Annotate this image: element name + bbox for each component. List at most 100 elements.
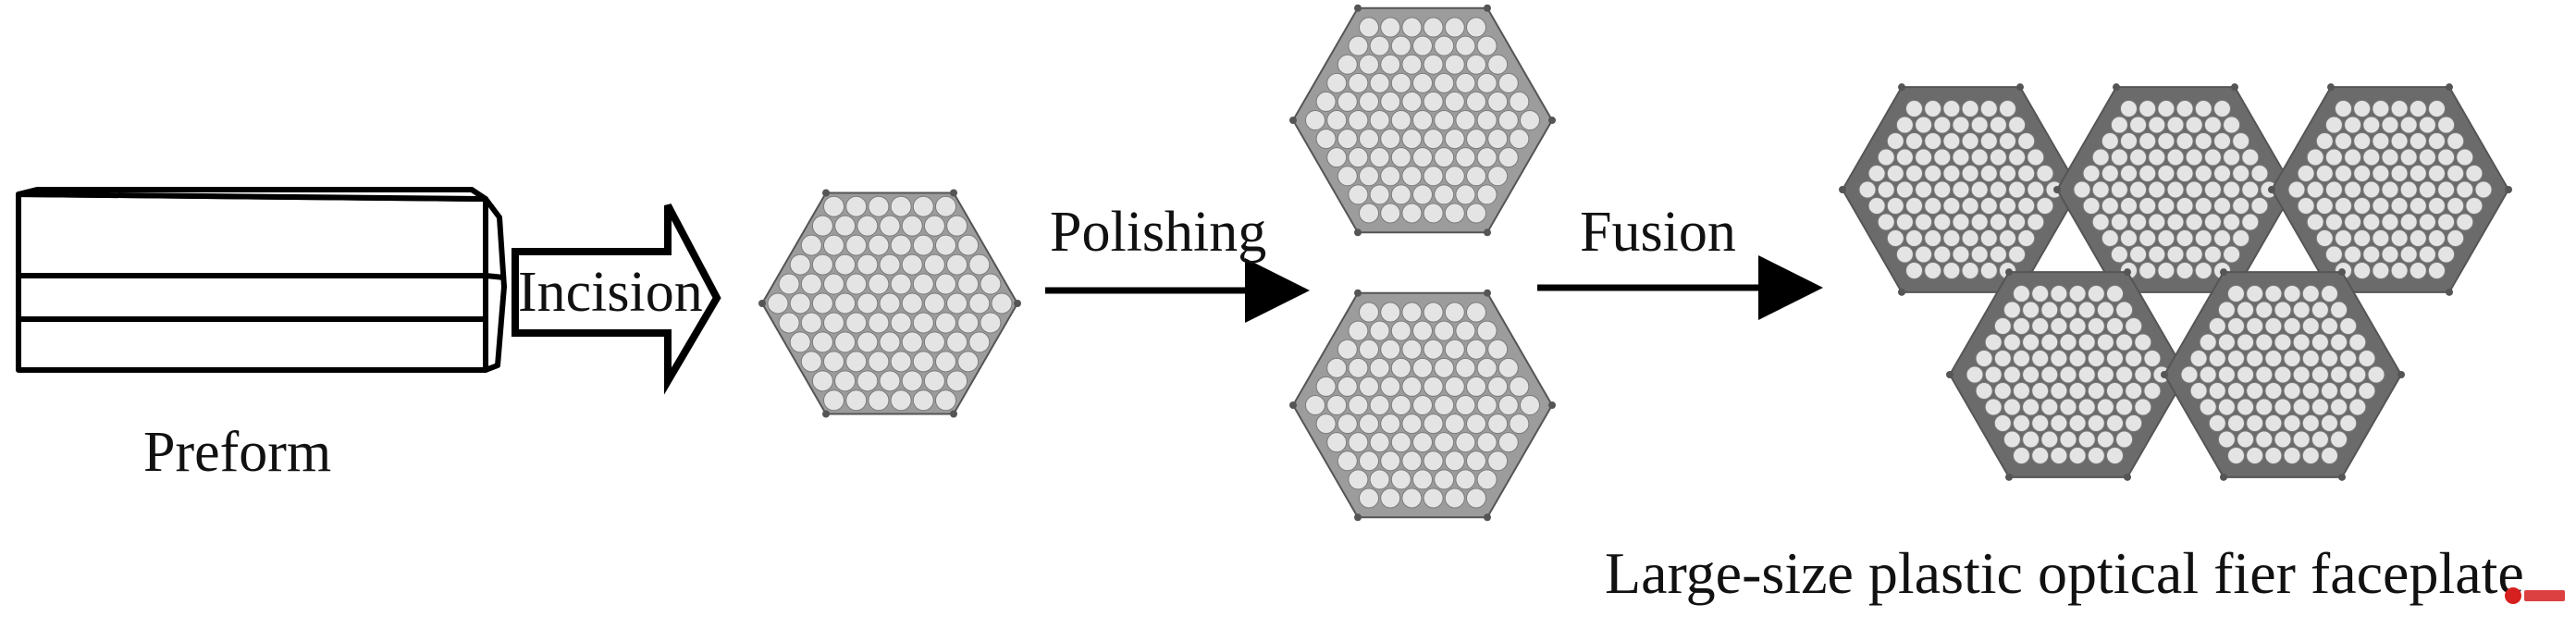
fiber-core <box>890 389 912 412</box>
fiber-core <box>845 273 868 295</box>
fiber-core <box>2101 132 2119 151</box>
fiber-core <box>1509 129 1530 150</box>
fiber-core <box>2213 196 2231 215</box>
fiber-core <box>2157 100 2175 118</box>
fiber-core <box>1498 72 1519 93</box>
fiber-core <box>2232 132 2250 151</box>
fiber-core <box>2120 165 2138 183</box>
fiber-core <box>800 351 822 373</box>
fiber-core <box>2022 398 2040 416</box>
fiber-core <box>2022 333 2040 352</box>
fiber-core <box>2246 285 2264 303</box>
fiber-core <box>2059 365 2077 384</box>
fiber-core <box>2362 148 2381 167</box>
fiber-core <box>1348 147 1369 168</box>
fiber-core <box>778 273 800 295</box>
fiber-core <box>1423 17 1444 38</box>
fiber-core <box>2217 333 2236 352</box>
fiber-core <box>2143 350 2162 368</box>
fiber-core <box>1390 147 1411 168</box>
fiber-core <box>1984 333 2003 352</box>
fiber-core <box>2372 228 2390 247</box>
fiber-core <box>2372 165 2390 183</box>
fiber-core <box>2223 148 2241 167</box>
fiber-core <box>2335 228 2352 247</box>
fiber-core <box>1326 432 1348 453</box>
fiber-core <box>2003 333 2021 352</box>
fiber-core <box>2138 261 2157 279</box>
fiber-core <box>1348 469 1369 490</box>
fiber-core <box>2399 148 2418 167</box>
fiber-core <box>1952 245 1970 264</box>
watermark-logo-icon <box>2505 587 2565 604</box>
fiber-core <box>2447 165 2465 183</box>
fiber-core <box>834 253 857 276</box>
fiber-core <box>2091 180 2110 199</box>
fiber-core <box>2353 132 2372 151</box>
fiber-core <box>2274 365 2292 384</box>
fiber-core <box>1423 413 1444 435</box>
fiber-core <box>2241 213 2260 231</box>
fiber-core <box>2125 317 2143 336</box>
fiber-core <box>1905 196 1923 215</box>
fiber-core <box>1305 395 1325 415</box>
fiber-core <box>2324 180 2343 199</box>
fiber-core <box>2232 228 2250 247</box>
fiber-core <box>2474 180 2493 199</box>
fiber-core <box>2087 317 2105 336</box>
fiber-core <box>2381 180 2399 199</box>
fiber-core <box>1961 196 1979 215</box>
fiber-core <box>1989 213 2007 231</box>
fiber-core <box>2166 180 2185 199</box>
fiber-core <box>890 234 912 256</box>
fiber-core <box>879 253 901 276</box>
fiber-core <box>2077 398 2096 416</box>
fiber-core <box>2335 100 2352 118</box>
fiber-core <box>1999 228 2016 247</box>
fiber-core <box>2465 196 2484 215</box>
fiber-core <box>2068 446 2087 464</box>
fiber-core <box>2040 333 2059 352</box>
fiber-core <box>2301 381 2320 400</box>
fiber-core <box>1359 376 1379 397</box>
fiber-core <box>1905 165 1923 183</box>
fiber-core <box>1487 129 1509 150</box>
fiber-core <box>1487 413 1509 435</box>
fiber-core <box>1476 110 1498 130</box>
fiber-core <box>857 331 879 353</box>
fiber-core <box>1369 184 1390 205</box>
fiber-core <box>1412 320 1433 341</box>
fiber-core <box>1390 320 1411 341</box>
fiber-core <box>935 195 956 217</box>
fiber-core <box>2031 317 2050 336</box>
fiber-core <box>1359 450 1379 472</box>
fiber-core <box>2321 446 2338 464</box>
fiber-core <box>1348 35 1369 56</box>
fiber-core <box>2203 180 2222 199</box>
fiber-core <box>2283 285 2301 303</box>
fiber-core <box>2232 165 2250 183</box>
fiber-core <box>1380 17 1401 38</box>
fiber-core <box>2008 213 2027 231</box>
fiber-core <box>2050 317 2068 336</box>
fiber-core <box>879 331 901 353</box>
fiber-core <box>1895 148 1914 167</box>
fiber-core <box>2050 285 2068 303</box>
fiber-core <box>2237 398 2255 416</box>
fiber-core <box>2115 430 2134 449</box>
fiber-core <box>1390 395 1411 415</box>
fiber-core <box>1455 72 1476 93</box>
fiber-core <box>2447 196 2465 215</box>
fiber-core <box>2292 301 2311 319</box>
fiber-core <box>2353 261 2372 279</box>
fiber-core <box>912 351 934 373</box>
fiber-core <box>1380 450 1401 472</box>
fiber-core <box>2203 148 2222 167</box>
fiber-core <box>868 389 890 412</box>
fiber-core <box>2428 165 2446 183</box>
fiber-core <box>2213 132 2231 151</box>
fiber-core <box>1520 110 1540 130</box>
fiber-core <box>1858 180 1877 199</box>
fiber-core <box>2087 285 2105 303</box>
fiber-core <box>2185 245 2203 264</box>
